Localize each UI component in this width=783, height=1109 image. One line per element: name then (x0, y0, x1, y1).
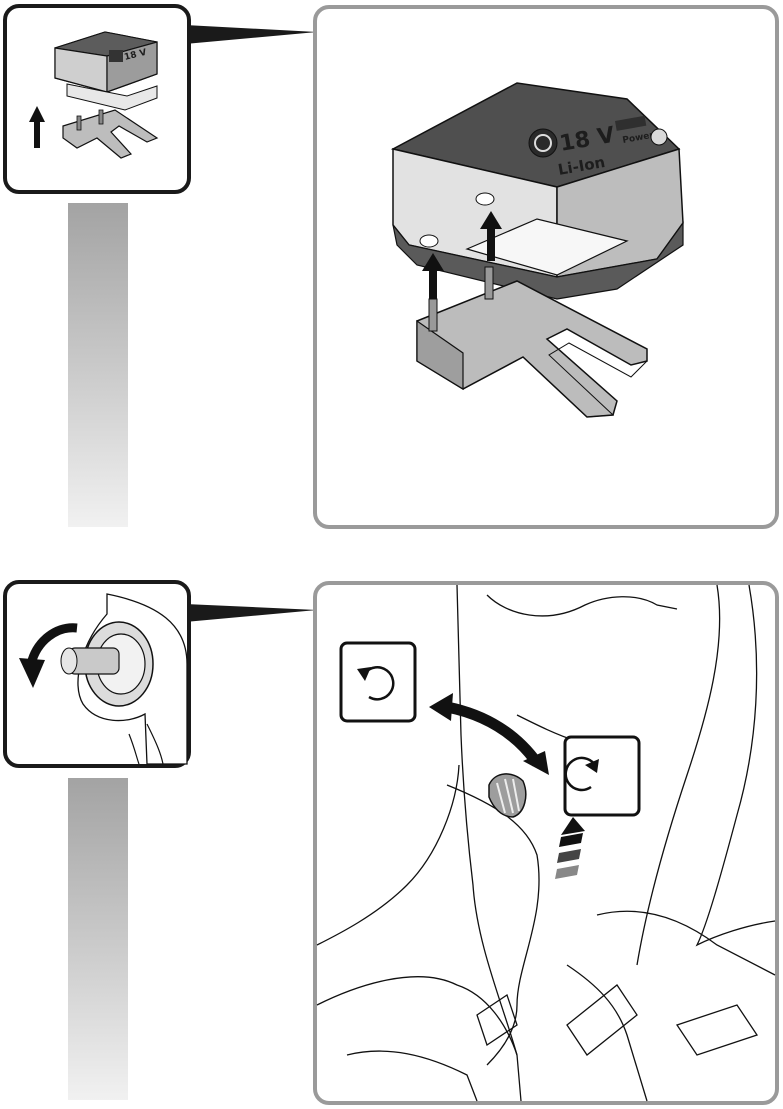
thumbnail-battery-removal: 18 V (3, 4, 191, 194)
dashed-arrow-up-icon (555, 817, 585, 879)
brand-logo-icon (528, 128, 558, 158)
rotate-ccw-icon (339, 641, 417, 723)
battery-icon: 18 V (54, 31, 158, 111)
arrow-up-icon (422, 211, 502, 299)
tool-body-outline (316, 584, 776, 1102)
rotate-ccw-arrow-icon (19, 623, 78, 688)
panel-battery-cover-removal: 18 V Li-Ion Power (313, 5, 779, 529)
arrow-up-icon (29, 106, 45, 148)
terminal-cover-small (62, 109, 159, 159)
callout-connector-bottom (185, 604, 317, 622)
step-gradient-bar-top (68, 203, 128, 527)
curved-double-arrow-icon (429, 693, 549, 775)
thumbnail-knob-rotation (3, 580, 191, 768)
callout-connector-top (185, 25, 317, 44)
terminal-cover (416, 266, 648, 418)
battery-pack: 18 V Li-Ion Power (390, 82, 684, 300)
rotate-cw-icon (563, 735, 641, 817)
step-gradient-bar-bottom (68, 778, 128, 1100)
panel-knob-rotation (313, 581, 779, 1105)
direction-knob[interactable] (488, 773, 527, 818)
